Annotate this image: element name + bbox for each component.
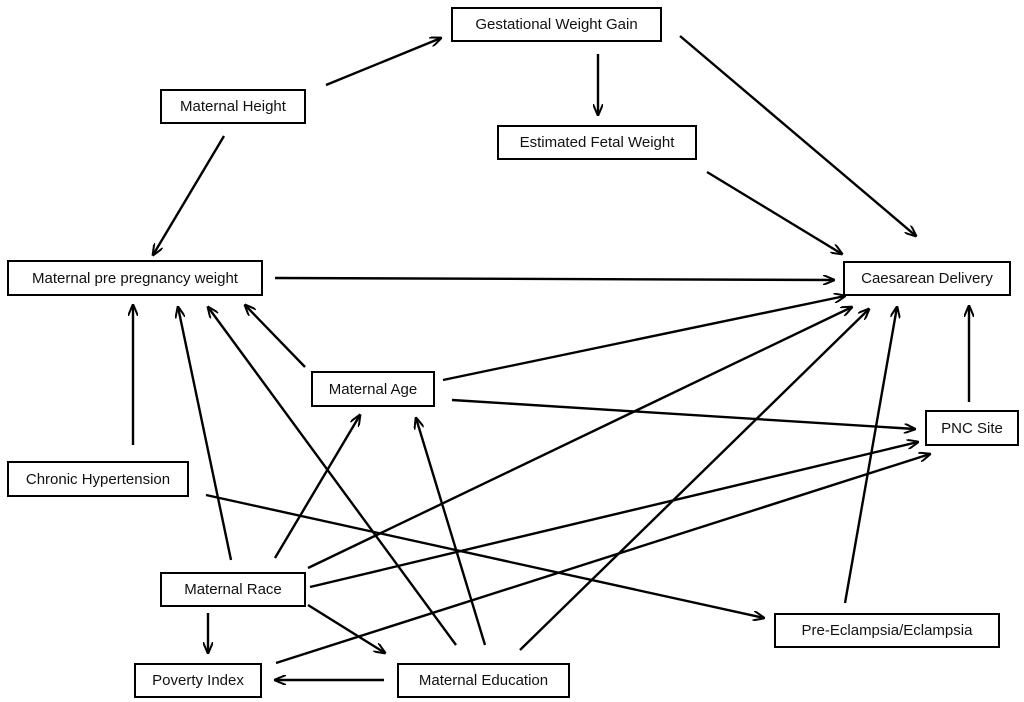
edge-pre-eclampsia-to-caesarean-delivery xyxy=(843,307,897,604)
node-caesarean-delivery: Caesarean Delivery xyxy=(843,261,1011,296)
edge-estimated-fetal-weight-to-caesarean-delivery xyxy=(706,170,842,254)
node-estimated-fetal-weight: Estimated Fetal Weight xyxy=(497,125,697,160)
edge-maternal-race-to-maternal-education xyxy=(307,603,385,653)
edge-maternal-pre-pregnancy-weight-to-caesarean-delivery xyxy=(274,278,834,280)
edge-maternal-age-to-pnc-site xyxy=(451,398,915,429)
edge-gestational-weight-gain-to-caesarean-delivery xyxy=(679,35,916,236)
node-maternal-height: Maternal Height xyxy=(160,89,306,124)
node-maternal-age: Maternal Age xyxy=(311,371,435,407)
edge-maternal-race-to-maternal-pre-pregnancy-weight xyxy=(178,307,233,561)
node-pnc-site: PNC Site xyxy=(925,410,1019,446)
node-poverty-index: Poverty Index xyxy=(134,663,262,698)
edge-maternal-race-to-caesarean-delivery xyxy=(307,307,852,570)
edge-maternal-education-to-maternal-pre-pregnancy-weight xyxy=(208,307,457,646)
node-maternal-race: Maternal Race xyxy=(160,572,306,607)
edge-maternal-race-to-maternal-age xyxy=(273,415,360,559)
edge-maternal-education-to-caesarean-delivery xyxy=(519,309,869,651)
edge-maternal-height-to-gestational-weight-gain xyxy=(325,38,441,87)
edge-poverty-index-to-pnc-site xyxy=(275,454,930,665)
node-maternal-pre-pregnancy-weight: Maternal pre pregnancy weight xyxy=(7,260,263,296)
edge-maternal-height-to-maternal-pre-pregnancy-weight xyxy=(153,135,226,255)
edge-maternal-education-to-maternal-age xyxy=(416,418,487,646)
node-chronic-hypertension: Chronic Hypertension xyxy=(7,461,189,497)
edge-maternal-age-to-caesarean-delivery xyxy=(442,296,845,382)
node-maternal-education: Maternal Education xyxy=(397,663,570,698)
edge-maternal-age-to-maternal-pre-pregnancy-weight xyxy=(245,305,306,368)
edge-maternal-race-to-pnc-site xyxy=(309,442,918,589)
node-gestational-weight-gain: Gestational Weight Gain xyxy=(451,7,662,42)
node-pre-eclampsia-eclampsia: Pre-Eclampsia/Eclampsia xyxy=(774,613,1000,648)
